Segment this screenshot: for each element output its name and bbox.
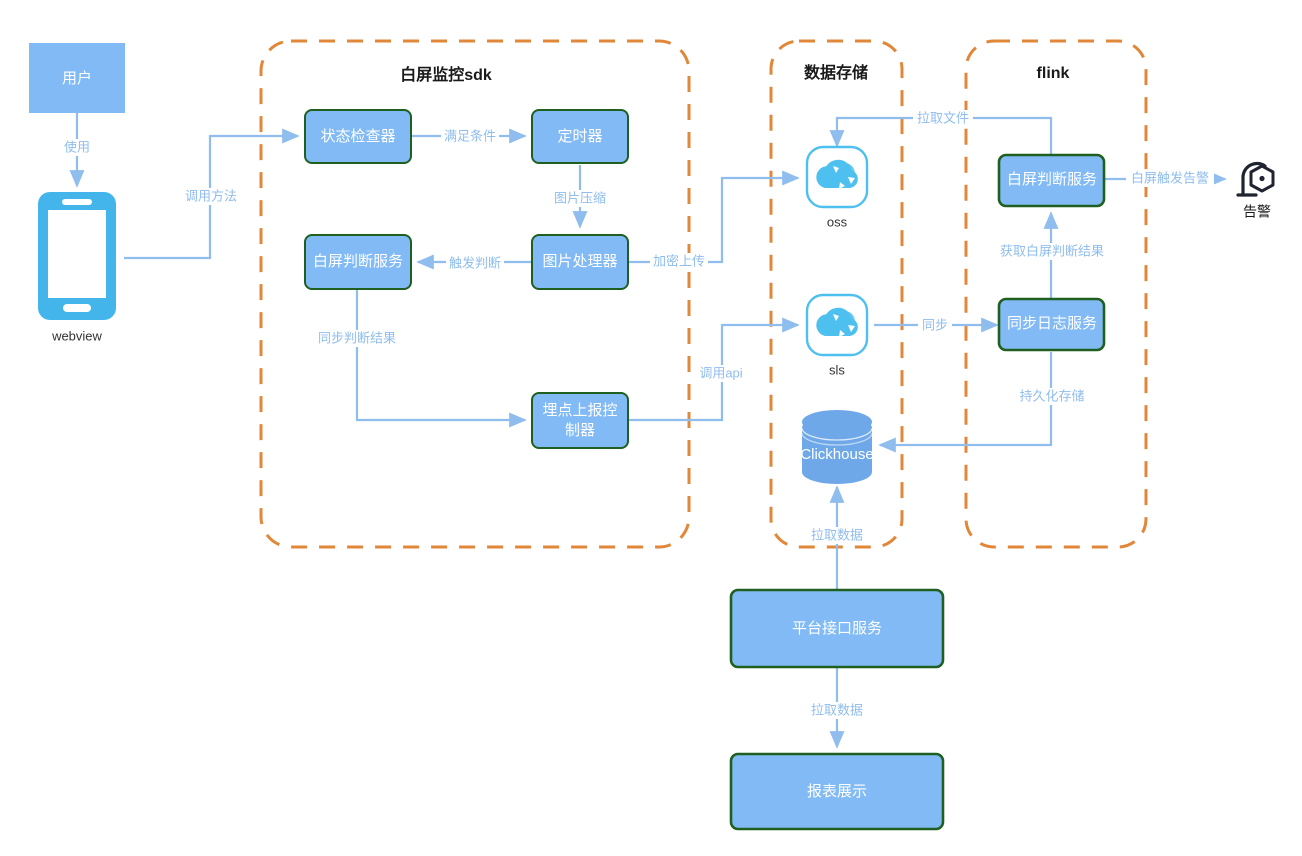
group-flink-title: flink xyxy=(1037,65,1070,82)
edge-label-bg xyxy=(996,243,1108,260)
node-user-box xyxy=(29,43,125,113)
edge-label-encrypt-upload: 加密上传 xyxy=(653,253,705,268)
edge-label-sync-judge-result: 同步判断结果 xyxy=(318,330,396,345)
node-tracking-reporter[interactable]: 埋点上报控 制器 xyxy=(531,392,629,449)
node-timer[interactable]: 定时器 xyxy=(531,109,629,164)
node-user-label: 用户 xyxy=(62,70,92,87)
node-image-processor-box xyxy=(531,234,629,290)
node-report-display-label: 报表展示 xyxy=(807,783,867,800)
group-sdk-border xyxy=(259,39,691,549)
edge-judge-tracking xyxy=(355,290,527,428)
node-webview-label: webview xyxy=(51,328,102,343)
node-user[interactable]: 用户 xyxy=(29,43,125,113)
edge-label-bg xyxy=(918,317,952,334)
edge-label-pull-data-upper: 拉取数据 xyxy=(811,527,863,542)
group-sdk-title: 白屏监控sdk xyxy=(400,65,492,84)
node-sls[interactable]: sls xyxy=(805,293,869,377)
alarm-bell-icon xyxy=(1236,161,1275,197)
edge-sync-log-clickhouse xyxy=(878,352,1053,453)
edge-label-get-judge-result: 获取白屏判断结果 xyxy=(1000,243,1104,258)
node-sync-log-service[interactable]: 同步日志服务 xyxy=(997,297,1106,352)
node-white-screen-judge-flink-box xyxy=(997,153,1106,208)
node-report-display[interactable]: 报表展示 xyxy=(729,752,945,831)
edge-label-bg xyxy=(1126,170,1214,187)
node-oss-label: oss xyxy=(827,214,848,229)
edge-label-call-method: 调用方法 xyxy=(185,188,237,203)
group-flink: flink xyxy=(964,39,1148,549)
cloud-storage-icon xyxy=(805,145,869,209)
node-image-processor[interactable]: 图片处理器 xyxy=(531,234,629,290)
node-timer-label: 定时器 xyxy=(557,128,602,145)
node-white-screen-judge-sdk[interactable]: 白屏判断服务 xyxy=(304,234,412,290)
edge-label-call-api: 调用api xyxy=(699,365,742,380)
edge-label-condition-met: 满足条件 xyxy=(444,128,496,143)
edge-label-white-screen-alarm: 白屏触发告警 xyxy=(1131,170,1209,185)
edge-label-bg xyxy=(182,188,240,205)
edge-label-pull-file: 拉取文件 xyxy=(917,110,969,125)
node-white-screen-judge-flink[interactable]: 白屏判断服务 xyxy=(997,153,1106,208)
node-webview[interactable]: webview xyxy=(38,192,116,343)
cloud-storage-icon xyxy=(805,293,869,357)
node-oss[interactable]: oss xyxy=(805,145,869,229)
group-sdk: 白屏监控sdk xyxy=(259,39,691,549)
edge-label-image-compress: 图片压缩 xyxy=(554,190,606,205)
edge-label-bg xyxy=(808,527,866,544)
node-state-checker-box xyxy=(304,109,412,164)
node-alarm-label: 告警 xyxy=(1243,204,1271,220)
node-sync-log-service-label: 同步日志服务 xyxy=(1007,315,1097,332)
node-tracking-reporter-box xyxy=(531,392,629,449)
edge-label-bg xyxy=(913,110,973,127)
node-platform-api-label: 平台接口服务 xyxy=(792,620,882,637)
edge-label-bg xyxy=(694,365,748,382)
node-image-processor-label: 图片处理器 xyxy=(542,253,617,270)
node-platform-api-box xyxy=(729,588,945,669)
edge-label-bg xyxy=(61,139,93,156)
node-platform-api[interactable]: 平台接口服务 xyxy=(729,588,945,669)
node-state-checker[interactable]: 状态检查器 xyxy=(304,109,412,164)
edge-label-bg xyxy=(1008,388,1096,405)
node-tracking-reporter-label-line2: 制器 xyxy=(565,422,595,439)
database-cylinder-icon xyxy=(801,410,873,484)
node-white-screen-judge-sdk-box xyxy=(304,234,412,290)
edge-label-bg xyxy=(551,190,609,207)
node-clickhouse-label: Clickhouse xyxy=(800,446,873,463)
node-sls-label: sls xyxy=(829,362,845,377)
node-white-screen-judge-flink-label: 白屏判断服务 xyxy=(1007,171,1097,188)
edge-label-bg xyxy=(441,128,499,145)
node-sync-log-service-box xyxy=(997,297,1106,352)
node-timer-box xyxy=(531,109,629,164)
edge-label-bg xyxy=(650,253,708,270)
edge-label-pull-data-lower: 拉取数据 xyxy=(811,702,863,717)
node-white-screen-judge-sdk-label: 白屏判断服务 xyxy=(313,253,403,270)
group-flink-border xyxy=(964,39,1148,549)
edge-label-trigger-judge: 触发判断 xyxy=(449,255,501,270)
edge-label-use: 使用 xyxy=(64,139,90,154)
group-storage-title: 数据存储 xyxy=(804,63,868,82)
edge-label-bg xyxy=(446,255,504,272)
node-tracking-reporter-label-line1: 埋点上报控 xyxy=(542,402,617,419)
edge-label-sync: 同步 xyxy=(922,317,948,332)
edge-image-processor-oss xyxy=(629,170,800,264)
node-state-checker-label: 状态检查器 xyxy=(320,128,395,145)
node-clickhouse[interactable]: Clickhouse xyxy=(800,410,874,484)
edge-label-bg xyxy=(314,330,400,347)
node-alarm[interactable]: 告警 xyxy=(1236,161,1275,220)
edge-label-bg xyxy=(808,702,866,719)
phone-icon xyxy=(38,192,116,320)
node-report-display-box xyxy=(729,752,945,831)
edge-label-persist-storage: 持久化存储 xyxy=(1019,388,1084,403)
